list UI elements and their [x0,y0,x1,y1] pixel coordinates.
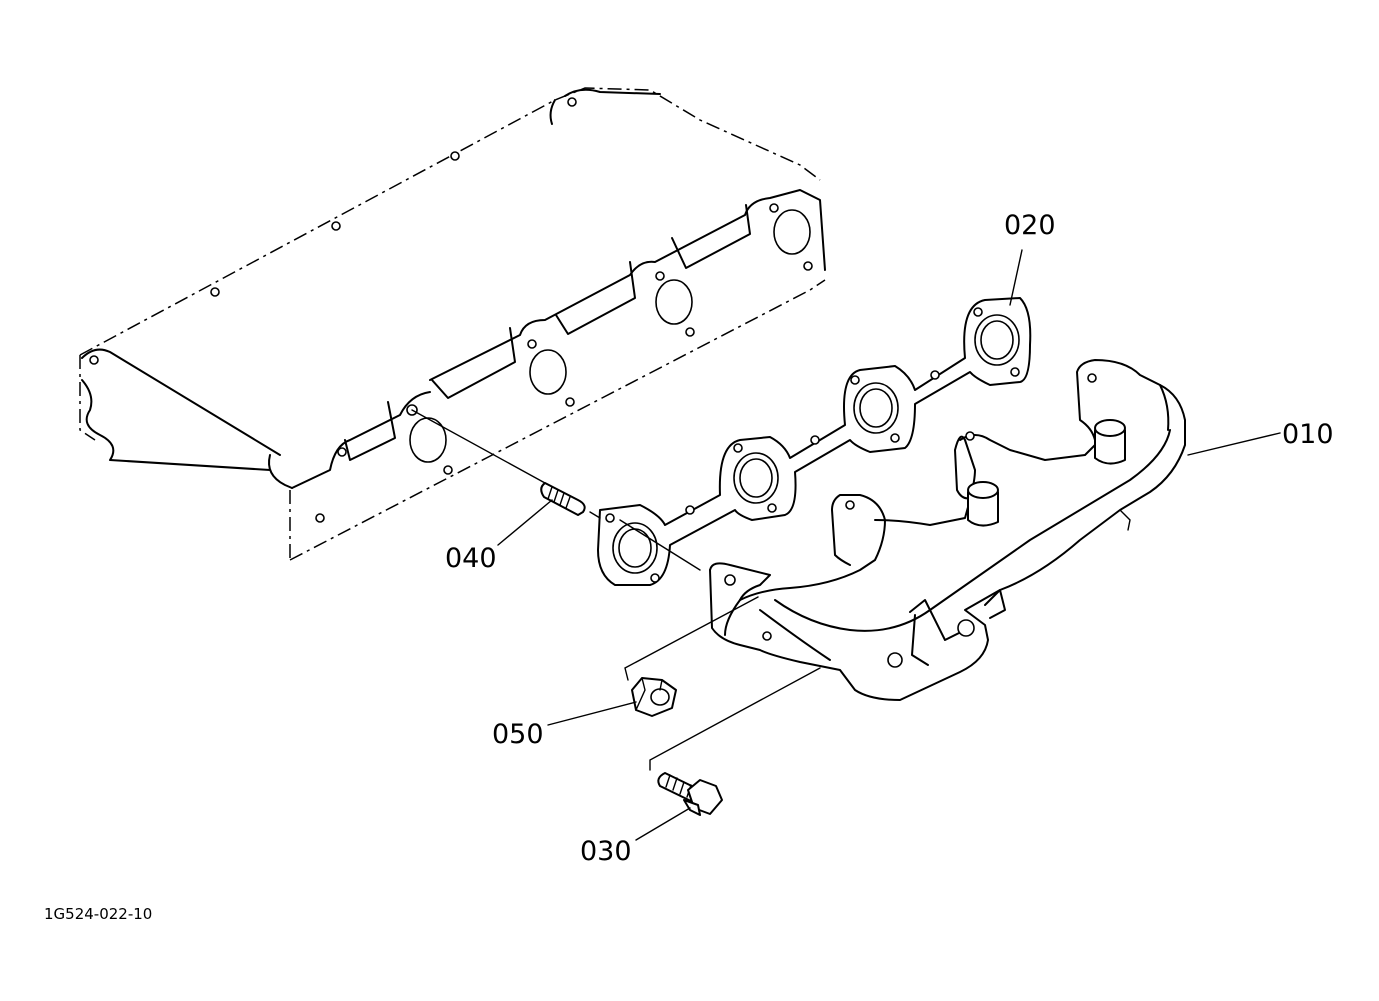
cylinder-head [79,87,826,561]
exhaust-manifold-010 [709,359,1186,701]
callout-label-010: 010 [1282,419,1334,450]
stud-bolt-040 [540,482,586,516]
manifold-gasket-020 [597,297,1032,586]
figure-id: 1G524-022-10 [44,905,153,923]
callout-label-030: 030 [580,836,632,867]
callout-leaders [497,249,1281,841]
callout-label-050: 050 [492,719,544,750]
leader-010 [1187,432,1281,456]
leader-020 [1009,249,1023,306]
assembly-lines [411,409,821,771]
callout-label-020: 020 [1004,210,1056,241]
callout-label-040: 040 [445,543,497,574]
bolt-030 [657,772,723,816]
leader-040 [497,499,553,546]
leader-050 [547,701,637,726]
nut-050 [631,677,677,717]
leader-030 [635,807,691,841]
